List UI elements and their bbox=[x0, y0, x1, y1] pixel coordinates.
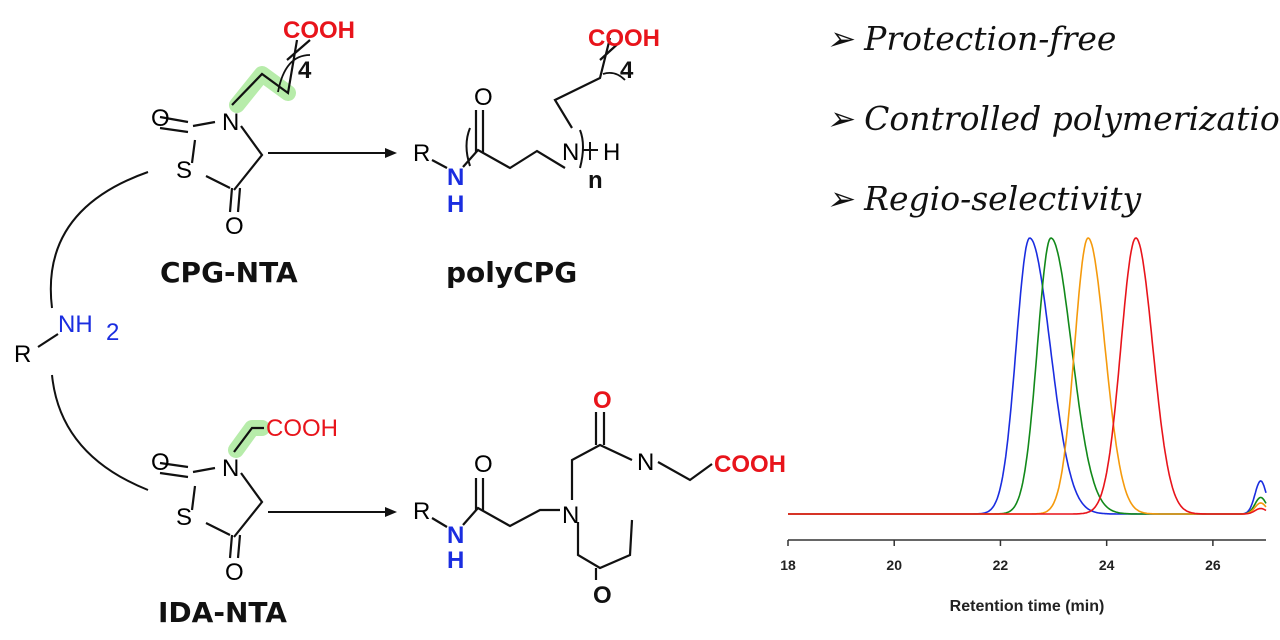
atom-n: N bbox=[222, 455, 239, 482]
svg-text:➢ Regio-selectivity: ➢ Regio-selectivity bbox=[826, 179, 1142, 218]
cooh-label: COOH bbox=[283, 17, 355, 44]
cpg-nta-structure: O N S O COOH 4 bbox=[151, 17, 355, 240]
degree-n: n bbox=[588, 167, 603, 194]
amine-r: R bbox=[14, 341, 31, 368]
x-axis-label: Retention time (min) bbox=[950, 598, 1105, 615]
atom-o: O bbox=[593, 582, 612, 609]
bullet-marker: ➢ bbox=[826, 179, 855, 218]
atom-n: N bbox=[222, 109, 239, 136]
x-tick-label: 26 bbox=[1205, 557, 1221, 573]
atom-r: R bbox=[413, 140, 430, 167]
x-tick-label: 24 bbox=[1099, 557, 1115, 573]
cooh-label: COOH bbox=[588, 25, 660, 52]
bullet-protection-free: Protection-free bbox=[863, 19, 1116, 58]
gpc-trace-1 bbox=[788, 237, 1267, 515]
atom-n: N bbox=[637, 449, 654, 476]
ida-nta-label: IDA-NTA bbox=[158, 596, 287, 629]
atom-o: O bbox=[474, 84, 493, 111]
atom-o: O bbox=[151, 105, 170, 132]
ida-nta-structure: O N S O COOH bbox=[151, 415, 338, 586]
atom-o: O bbox=[151, 449, 170, 476]
bullet-controlled-polymerization: Controlled polymerization bbox=[864, 99, 1280, 138]
amine-initiator: R NH 2 bbox=[14, 311, 119, 368]
amide-h: H bbox=[447, 191, 464, 218]
atom-o: O bbox=[474, 451, 493, 478]
atom-n: N bbox=[562, 502, 579, 529]
cooh-label: COOH bbox=[714, 451, 786, 478]
atom-n: N bbox=[562, 139, 579, 166]
svg-text:➢ Controlled polymerization: ➢ Controlled polymerization bbox=[826, 99, 1280, 138]
atom-r: R bbox=[413, 498, 430, 525]
polycpg-structure: R N H O N H n COOH 4 bbox=[413, 25, 660, 218]
repeat-count: 4 bbox=[298, 57, 312, 84]
highlight-top bbox=[229, 66, 296, 113]
bullet-marker: ➢ bbox=[826, 99, 855, 138]
gpc-trace-2 bbox=[788, 237, 1267, 515]
arrow-bottom bbox=[268, 507, 397, 517]
polycpg-label: polyCPG bbox=[446, 256, 577, 289]
gpc-trace-4 bbox=[788, 237, 1267, 515]
atom-s: S bbox=[176, 157, 192, 184]
feature-bullets: ➢ Protection-free ➢ Controlled polymeriz… bbox=[826, 19, 1280, 218]
repeat-count: 4 bbox=[620, 57, 634, 84]
x-tick-label: 18 bbox=[780, 557, 796, 573]
gpc-chart: 18 20 22 24 26 Retention time (min) bbox=[780, 237, 1267, 615]
svg-text:➢ Protection-free: ➢ Protection-free bbox=[826, 19, 1116, 58]
amine-subscript: 2 bbox=[106, 319, 119, 346]
curved-arrow-top bbox=[49, 171, 149, 309]
arrow-top bbox=[268, 148, 397, 158]
atom-h: H bbox=[603, 139, 620, 166]
amide-h: H bbox=[447, 547, 464, 574]
atom-s: S bbox=[176, 504, 192, 531]
amide-n: N bbox=[447, 522, 464, 549]
x-ticks: 18 20 22 24 26 bbox=[780, 540, 1221, 573]
gpc-trace-3 bbox=[788, 237, 1267, 515]
cooh-label: COOH bbox=[266, 415, 338, 442]
amide-n: N bbox=[447, 164, 464, 191]
x-tick-label: 22 bbox=[993, 557, 1009, 573]
atom-o: O bbox=[225, 559, 244, 586]
x-tick-label: 20 bbox=[886, 557, 902, 573]
bullet-regio-selectivity: Regio-selectivity bbox=[863, 179, 1141, 218]
atom-o-red: O bbox=[593, 387, 612, 414]
curved-arrow-bottom bbox=[51, 374, 149, 491]
amine-nh: NH bbox=[58, 311, 93, 338]
diketopiperazine-structure: R O N H N N O O COOH bbox=[413, 387, 786, 609]
bullet-marker: ➢ bbox=[826, 19, 855, 58]
traces bbox=[788, 237, 1267, 515]
cpg-nta-label: CPG-NTA bbox=[160, 256, 298, 289]
atom-o: O bbox=[225, 213, 244, 240]
